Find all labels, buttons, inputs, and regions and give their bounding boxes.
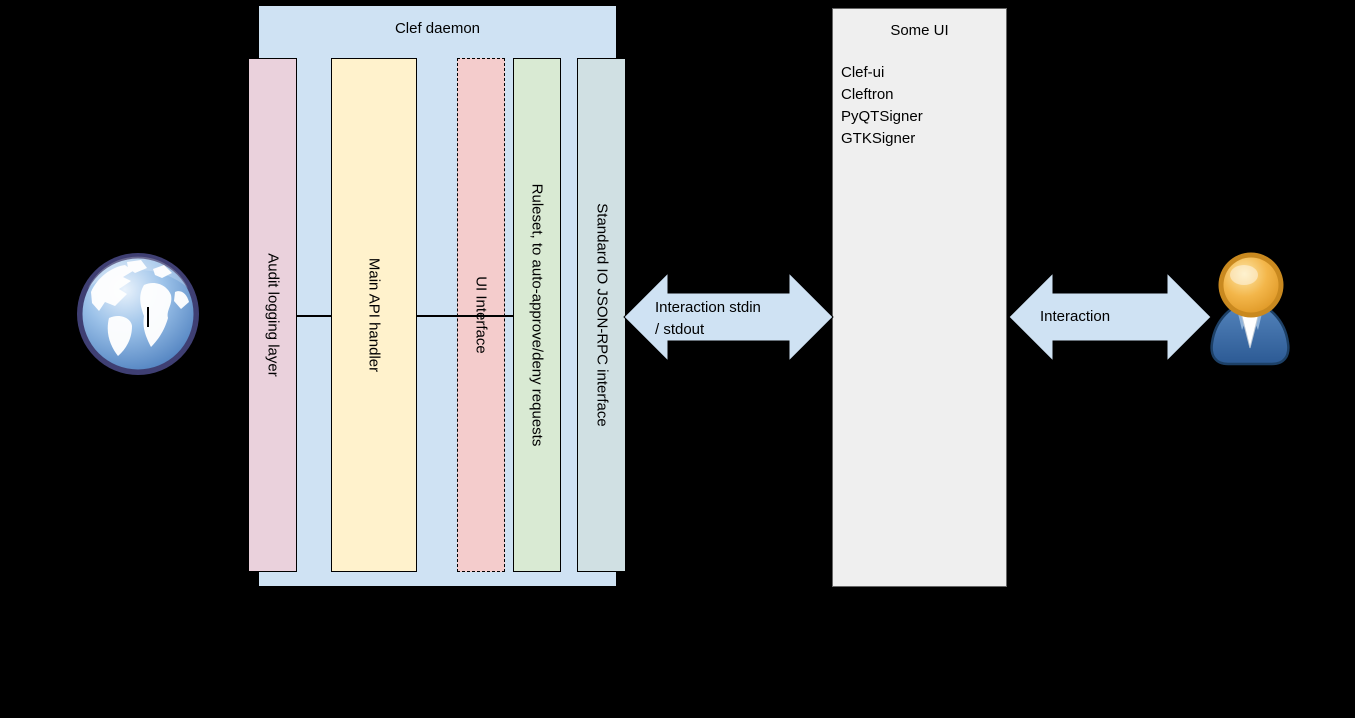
list-item-gtksigner: GTKSigner [841, 130, 916, 147]
list-item-clef-ui: Clef-ui [841, 64, 885, 81]
bar-main-api-handler: Main API handler [331, 58, 417, 572]
bar-audit-logging-label: Audit logging layer [264, 253, 281, 377]
bar-ruleset-label: Ruleset, to auto-approve/deny requests [528, 183, 546, 447]
some-ui-box [832, 8, 1007, 587]
some-ui-list: Clef-ui Cleftron PyQTSigner GTKSigner [841, 62, 1001, 150]
connector-line-audit-to-api [297, 315, 331, 317]
some-ui-title: Some UI [890, 22, 949, 39]
clef-daemon-container [258, 5, 617, 587]
bar-ruleset: Ruleset, to auto-approve/deny requests [513, 58, 561, 572]
globe-connector-tick [147, 307, 149, 327]
bar-main-api-label: Main API handler [365, 257, 383, 373]
double-arrow-icon-user [1008, 272, 1212, 362]
connector-line-api-to-ruleset [417, 315, 513, 317]
io-arrow-label: Interaction stdin / stdout [655, 297, 761, 341]
bar-stdio-jsonrpc-interface: Standard IO JSON-RPC interface [577, 58, 626, 572]
list-item-pyqtsigner: PyQTSigner [841, 108, 923, 125]
bar-stdio-jsonrpc-label: Standard IO JSON-RPC interface [593, 203, 610, 427]
user-person-icon [1200, 250, 1300, 373]
double-arrow-icon-stdio [623, 272, 834, 362]
user-arrow-label: Interaction [1040, 308, 1111, 325]
clef-daemon-title: Clef daemon [394, 20, 481, 37]
internet-globe-icon [74, 252, 202, 383]
bar-audit-logging-layer: Audit logging layer [248, 58, 297, 572]
io-arrow-label-line2: / stdout [655, 321, 705, 338]
io-arrow-label-line1: Interaction stdin [655, 299, 761, 316]
list-item-cleftron: Cleftron [841, 86, 894, 103]
